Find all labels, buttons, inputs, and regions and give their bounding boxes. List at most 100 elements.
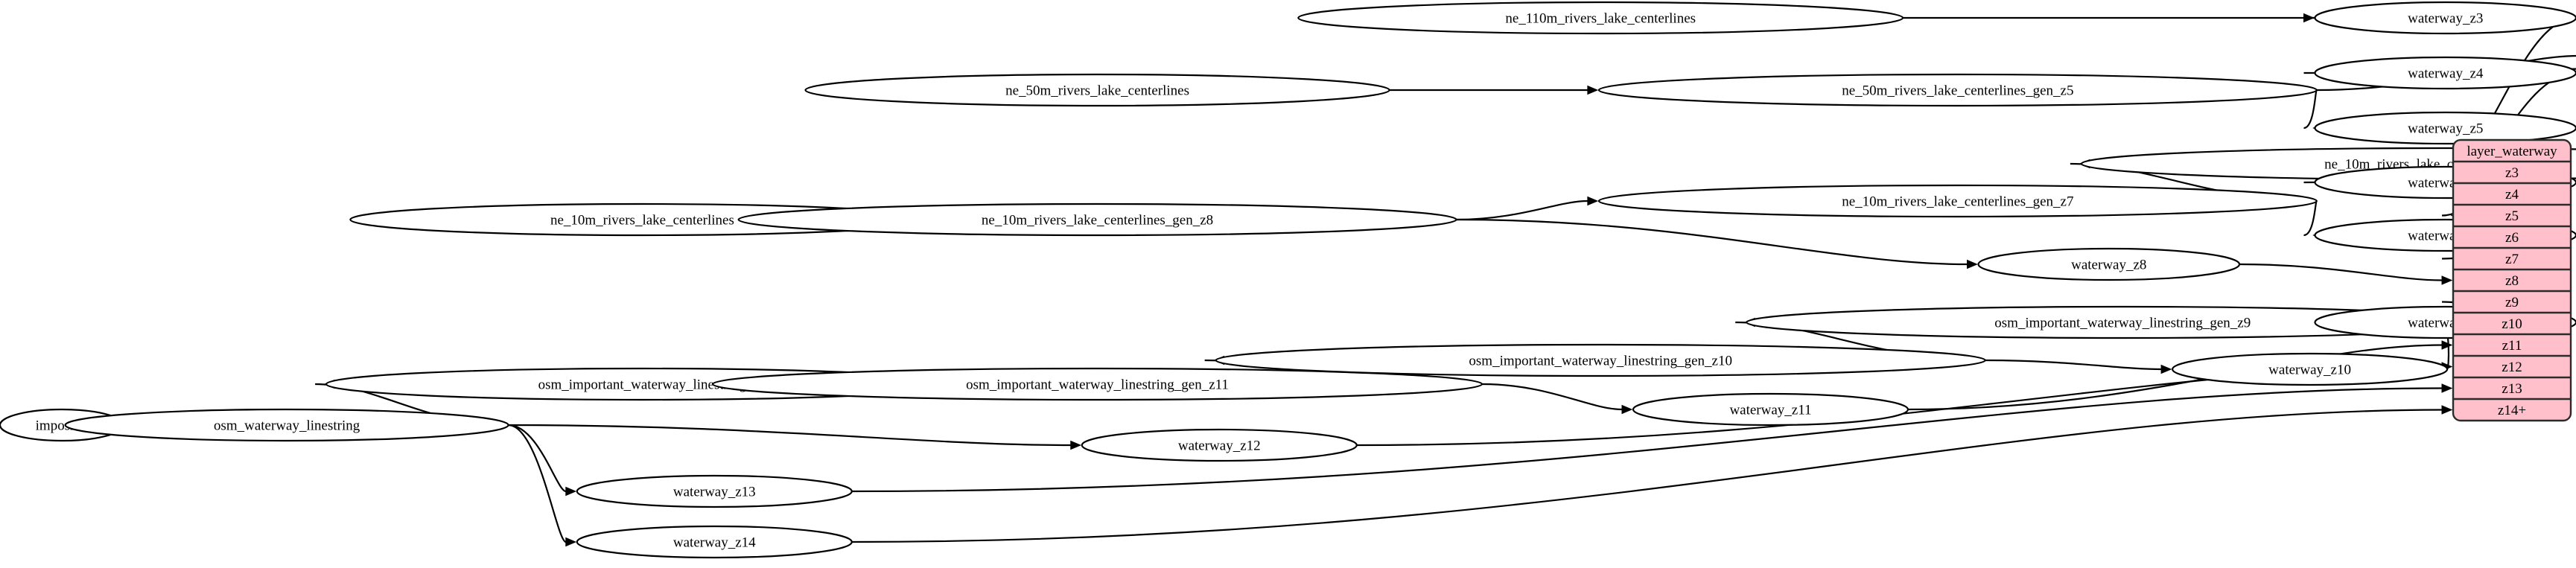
edge-osm_waterway_linestring-to-waterway_z12 <box>508 424 1082 450</box>
node-waterway_z8[interactable]: waterway_z8 <box>1977 247 2241 281</box>
table-row-label: z12 <box>2502 360 2522 375</box>
edge-line <box>851 387 2443 493</box>
node-ellipse <box>64 408 509 442</box>
table-row-label: z5 <box>2505 208 2519 224</box>
edge-osm_waterway_linestring-to-waterway_z13 <box>508 424 577 497</box>
table-row-label: z10 <box>2502 316 2522 332</box>
table-row-z10[interactable]: z10 <box>2502 316 2522 332</box>
table-row-label: z4 <box>2505 187 2519 202</box>
node-ne_50m_rivers_lake_centerlines[interactable]: ne_50m_rivers_lake_centerlines <box>804 73 1390 107</box>
node-ellipse <box>2171 352 2449 386</box>
table-row-z6[interactable]: z6 <box>2505 230 2519 246</box>
node-ellipse <box>1081 428 1358 462</box>
node-ne_10m_rivers_lake_centerlines_gen_z7[interactable]: ne_10m_rivers_lake_centerlines_gen_z7 <box>1597 184 2318 218</box>
node-label: waterway_z4 <box>2408 66 2484 82</box>
edge-arrowhead <box>1621 404 1633 415</box>
node-label: osm_important_waterway_linestring_gen_z1… <box>966 377 1229 393</box>
node-label: ne_110m_rivers_lake_centerlines <box>1505 11 1696 27</box>
node-label: osm_important_waterway_linestring <box>538 377 747 393</box>
node-waterway_z3[interactable]: waterway_z3 <box>2314 1 2576 35</box>
node-waterway_z5[interactable]: waterway_z5 <box>2314 111 2576 145</box>
table-row-label: z9 <box>2505 295 2519 310</box>
node-label: waterway_z11 <box>1729 403 1811 418</box>
edge-arrowhead <box>2441 275 2453 285</box>
node-label: ne_50m_rivers_lake_centerlines <box>1005 83 1189 99</box>
node-label: waterway_z10 <box>2268 363 2351 378</box>
edge-osm_important_waterway_linestring_gen_z10-to-waterway_z10 <box>1985 359 2172 374</box>
node-ellipse <box>711 367 1483 401</box>
node-label: waterway_z3 <box>2408 11 2483 27</box>
edge-arrowhead <box>2160 364 2172 374</box>
edge-ne_10m_rivers_lake_centerlines_gen_z8-to-ne_10m_rivers_lake_centerlines_gen_z7 <box>1456 196 1599 221</box>
node-ellipse <box>1597 73 2318 107</box>
node-ellipse <box>576 525 853 559</box>
table-row-z8[interactable]: z8 <box>2505 273 2519 289</box>
node-label: waterway_z14 <box>673 535 756 551</box>
edge-line <box>1456 200 1588 221</box>
table-row-label: z14+ <box>2498 403 2526 418</box>
edge-arrowhead <box>565 486 577 497</box>
edge-line <box>1482 383 1623 411</box>
edge-line <box>508 424 1071 447</box>
table-row-z9[interactable]: z9 <box>2505 295 2519 310</box>
edge-arrowhead <box>565 537 577 547</box>
edge-line <box>508 424 567 493</box>
table-row-label: z11 <box>2502 338 2522 354</box>
node-waterway_z11[interactable]: waterway_z11 <box>1632 392 1909 427</box>
edge-waterway_z8-to-layer_waterway-z8 <box>2239 263 2453 285</box>
edge-line <box>2303 200 2318 237</box>
table-row-z5[interactable]: z5 <box>2505 208 2519 224</box>
node-waterway_z10[interactable]: waterway_z10 <box>2171 352 2449 386</box>
table-row-z13[interactable]: z13 <box>2502 381 2522 397</box>
edge-osm_important_waterway_linestring_gen_z11-to-waterway_z11 <box>1482 383 1633 415</box>
node-waterway_z4[interactable]: waterway_z4 <box>2314 56 2576 90</box>
edge-ne_50m_rivers_lake_centerlines-to-ne_50m_rivers_lake_centerlines_gen_z5 <box>1389 85 1599 95</box>
node-label: ne_10m_rivers_lake_centerlines_gen_z8 <box>982 213 1213 229</box>
node-label: waterway_z5 <box>2408 121 2483 137</box>
table-row-z12[interactable]: z12 <box>2502 360 2522 375</box>
node-ne_50m_rivers_lake_centerlines_gen_z5[interactable]: ne_50m_rivers_lake_centerlines_gen_z5 <box>1597 73 2318 107</box>
table-layer: layer_waterway z3 z4 z5 z6 z7 z8 z9 z10 z11 z12 z13… <box>2452 138 2572 422</box>
table-header-label: layer_waterway <box>2467 144 2557 159</box>
node-osm_important_waterway_linestring_gen_z11[interactable]: osm_important_waterway_linestring_gen_z1… <box>711 367 1483 401</box>
node-ellipse <box>1632 392 1909 427</box>
node-label: ne_10m_rivers_lake_centerlines <box>550 213 734 229</box>
edge-arrowhead <box>1587 196 1599 206</box>
table-row-z4[interactable]: z4 <box>2505 187 2519 202</box>
node-ne_10m_rivers_lake_centerlines_gen_z8[interactable]: ne_10m_rivers_lake_centerlines_gen_z8 <box>737 202 1457 237</box>
edge-arrowhead <box>1967 259 1978 269</box>
edge-waterway_z14-to-layer_waterway-z14+ <box>851 405 2453 543</box>
node-waterway_z14[interactable]: waterway_z14 <box>576 525 853 559</box>
edge-arrowhead <box>2441 383 2453 393</box>
edge-line <box>2239 263 2443 281</box>
layer-waterway-table[interactable] <box>2452 138 2572 422</box>
node-osm_waterway_linestring[interactable]: osm_waterway_linestring <box>64 408 509 442</box>
edge-arrowhead <box>1070 440 1082 450</box>
edge-arrowhead <box>2303 13 2315 23</box>
node-ellipse <box>576 474 853 508</box>
node-label: ne_50m_rivers_lake_centerlines_gen_z5 <box>1842 83 2073 99</box>
table-row-z14+[interactable]: z14+ <box>2498 403 2526 418</box>
node-ne_110m_rivers_lake_centerlines[interactable]: ne_110m_rivers_lake_centerlines <box>1297 1 1904 35</box>
node-ellipse <box>804 73 1390 107</box>
node-ellipse <box>1597 184 2318 218</box>
node-label: osm_waterway_linestring <box>214 418 360 434</box>
edge-line <box>851 409 2443 543</box>
edge-waterway_z13-to-layer_waterway-z13 <box>851 383 2453 493</box>
node-waterway_z12[interactable]: waterway_z12 <box>1081 428 1358 462</box>
table-row-z7[interactable]: z7 <box>2505 252 2519 267</box>
edge-arrowhead <box>2441 340 2453 350</box>
table-row-label: z7 <box>2505 252 2519 267</box>
node-ellipse <box>737 202 1457 237</box>
node-waterway_z13[interactable]: waterway_z13 <box>576 474 853 508</box>
table-row-label: z3 <box>2505 165 2519 181</box>
node-osm_important_waterway_linestring_gen_z10[interactable]: osm_important_waterway_linestring_gen_z1… <box>1215 343 1986 377</box>
edge-arrowhead <box>2441 405 2453 415</box>
table-row-z3[interactable]: z3 <box>2505 165 2519 181</box>
edge-line <box>1456 218 1968 266</box>
table-row-z11[interactable]: z11 <box>2502 338 2522 354</box>
node-label: waterway_z13 <box>673 485 756 500</box>
